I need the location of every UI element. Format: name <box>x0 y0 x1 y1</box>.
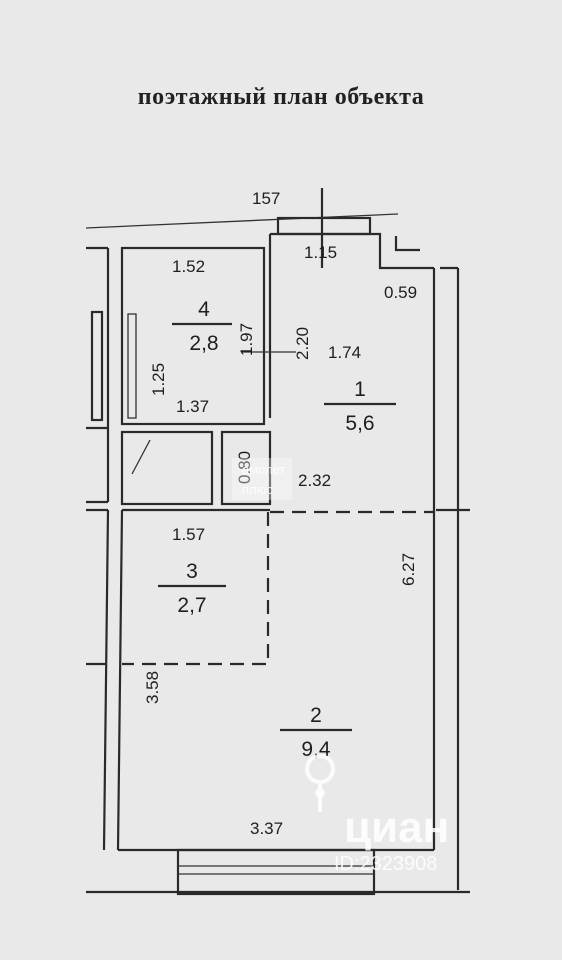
room-2-number: 2 <box>310 704 322 727</box>
room-1-area: 5,6 <box>345 412 374 435</box>
partner-line-1: амолет <box>242 462 285 477</box>
partner-watermark: амолет плюс <box>232 458 292 500</box>
closet-walls <box>120 430 214 506</box>
room-3-area: 2,7 <box>177 594 206 617</box>
dim-0-80: 0.80 <box>235 451 254 484</box>
room-4-number: 4 <box>198 298 210 321</box>
cian-brand: циан <box>344 803 449 852</box>
cian-watermark: циан ID:2323908 <box>305 754 449 875</box>
top-extension-line <box>85 213 399 229</box>
closet-hatch <box>131 439 151 475</box>
dim-0-59: 0.59 <box>384 283 417 302</box>
room-1-number: 1 <box>354 378 366 401</box>
top-niche <box>276 216 372 236</box>
plan-title: поэтажный план объекта <box>137 84 425 110</box>
cian-listing-id: ID:2323908 <box>334 853 437 875</box>
balcony <box>176 848 376 896</box>
niche-walls <box>220 430 272 506</box>
dim-2-20: 2.20 <box>293 327 312 360</box>
dim-1-57: 1.57 <box>172 525 205 544</box>
dim-1-37: 1.37 <box>176 397 209 416</box>
left-window <box>90 310 104 422</box>
top-wall-step <box>270 232 434 270</box>
dim-3-37: 3.37 <box>250 819 283 838</box>
room-4-walls <box>120 246 266 426</box>
dim-6-27: 6.27 <box>399 553 418 586</box>
dim-1-25: 1.25 <box>149 363 168 396</box>
room-3-number: 3 <box>186 560 198 583</box>
partner-line-2: плюс <box>242 482 273 497</box>
left-outer-wall-2 <box>102 509 110 851</box>
dim-1-97: 1.97 <box>237 323 256 356</box>
dim-3-58: 3.58 <box>143 671 162 704</box>
dim-1-74: 1.74 <box>328 343 361 362</box>
dim-2-32: 2.32 <box>298 471 331 490</box>
dim-1-52: 1.52 <box>172 257 205 276</box>
room-4-fixture <box>127 313 137 419</box>
room-2-left-wall <box>116 509 124 851</box>
location-pin-dot <box>315 788 325 798</box>
location-pin-icon <box>305 754 336 812</box>
room-3-boundary <box>122 512 270 666</box>
dim-top-157: 157 <box>252 189 280 208</box>
room-4-area: 2,8 <box>189 332 218 355</box>
corner-mark <box>394 236 420 252</box>
dim-1-15: 1.15 <box>304 243 337 262</box>
